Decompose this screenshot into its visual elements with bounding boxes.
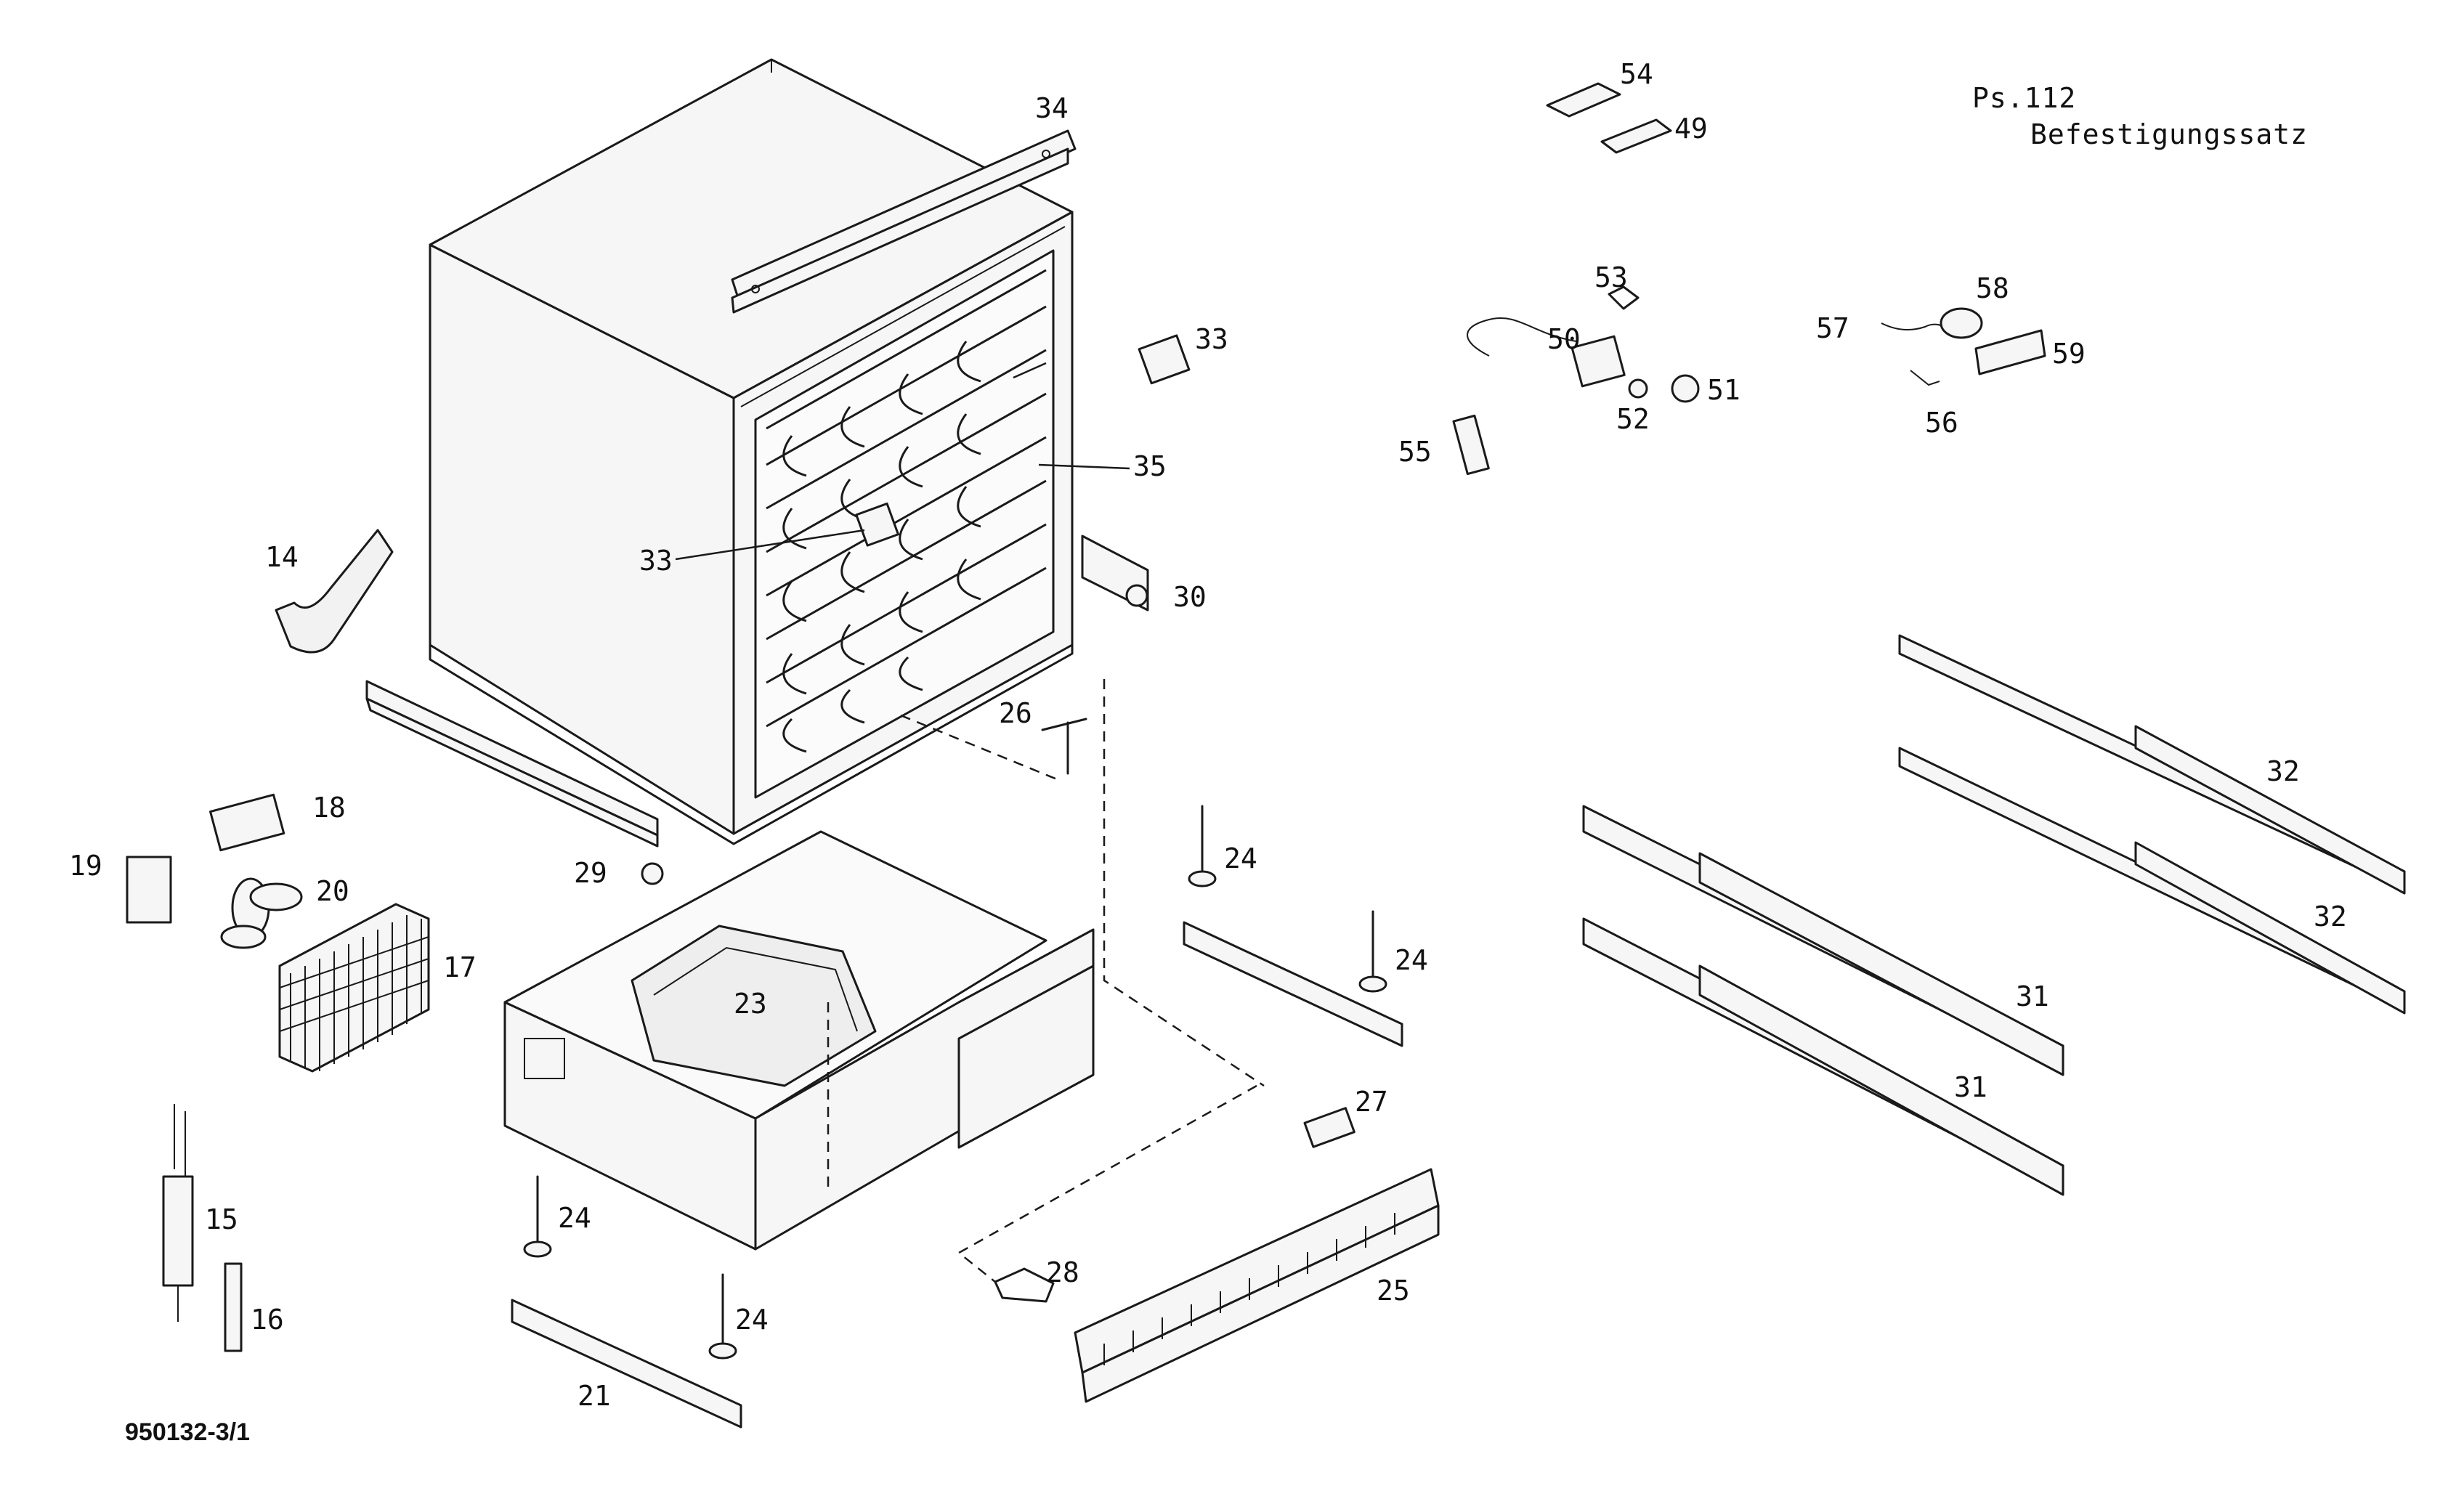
page-reference: Ps.112 xyxy=(1972,82,2076,114)
callout-55: 55 xyxy=(1398,436,1432,468)
callout-24: 24 xyxy=(1395,944,1428,976)
callout-24: 24 xyxy=(1224,842,1257,874)
cabinet-body xyxy=(429,58,1074,845)
clip-bracket xyxy=(1138,334,1191,385)
lamp-cover xyxy=(1974,329,2046,375)
lamp-socket xyxy=(1940,307,1983,339)
callout-29: 29 xyxy=(574,857,607,889)
callout-56: 56 xyxy=(1925,407,1958,439)
fan-blade xyxy=(220,877,303,949)
latch-part xyxy=(1303,1107,1355,1148)
callout-25: 25 xyxy=(1377,1275,1410,1307)
callout-labels: 14 15 16 17 18 19 20 21 23 24 24 24 24 2… xyxy=(69,58,2347,1412)
callout-33: 33 xyxy=(639,545,673,577)
callout-21: 21 xyxy=(578,1380,611,1412)
telescopic-rail-31-lower xyxy=(1582,917,2064,1196)
callout-35: 35 xyxy=(1133,450,1167,482)
front-foot-bracket xyxy=(511,1299,742,1429)
callout-24: 24 xyxy=(558,1202,591,1234)
sensor-tube xyxy=(224,1262,243,1352)
callout-54: 54 xyxy=(1620,58,1653,90)
callout-16: 16 xyxy=(251,1304,284,1336)
callout-59: 59 xyxy=(2052,338,2086,370)
callout-58: 58 xyxy=(1976,272,2009,304)
callout-18: 18 xyxy=(312,792,346,824)
relay-block xyxy=(209,793,285,852)
callout-27: 27 xyxy=(1355,1086,1388,1118)
callout-30: 30 xyxy=(1173,581,1207,613)
terminal-block xyxy=(1452,414,1490,476)
callout-34: 34 xyxy=(1035,92,1069,124)
page-subtitle: Befestigungssatz xyxy=(2030,118,2308,150)
callout-32: 32 xyxy=(2266,755,2300,787)
callout-33: 33 xyxy=(1195,323,1228,355)
fixing-pad xyxy=(1600,118,1672,154)
assembly-line xyxy=(827,679,1265,1283)
callout-53: 53 xyxy=(1594,261,1628,293)
lamp-switch xyxy=(1910,370,1940,386)
fan-motor xyxy=(126,856,172,924)
callout-24: 24 xyxy=(735,1304,769,1336)
callout-28: 28 xyxy=(1046,1256,1079,1288)
hinge-clip xyxy=(994,1267,1055,1303)
callout-51: 51 xyxy=(1707,374,1740,406)
dryer-filter xyxy=(162,1104,194,1322)
sensor-clip xyxy=(1041,718,1087,775)
callout-17: 17 xyxy=(443,951,477,983)
callout-26: 26 xyxy=(999,697,1032,729)
kick-plate-grille xyxy=(1074,1168,1440,1403)
telescopic-rail-32-lower xyxy=(1898,747,2406,1015)
callout-15: 15 xyxy=(205,1203,238,1235)
callout-31: 31 xyxy=(1954,1071,1987,1103)
callout-31: 31 xyxy=(2016,980,2049,1012)
rear-foot-bracket xyxy=(1183,921,1403,1047)
callout-57: 57 xyxy=(1816,312,1849,344)
callout-23: 23 xyxy=(734,988,767,1020)
spring-clip xyxy=(1608,285,1640,310)
callout-20: 20 xyxy=(316,875,349,907)
telescopic-rail-31-upper xyxy=(1582,805,2064,1076)
leader-line xyxy=(675,362,1130,561)
thermostat-knob xyxy=(1671,374,1700,403)
left-side-rail xyxy=(365,680,664,885)
callout-14: 14 xyxy=(265,541,299,573)
document-id: 950132-3/1 xyxy=(125,1418,250,1446)
leveling-screw xyxy=(523,805,1387,1360)
crisper-box xyxy=(503,830,1095,1251)
thermostat-assembly xyxy=(1467,317,1626,388)
drain-hose xyxy=(275,529,394,654)
telescopic-rail-32-upper xyxy=(1898,634,2406,895)
right-hinge-bracket xyxy=(1081,535,1149,612)
evaporator-coil xyxy=(766,269,1047,753)
callout-32: 32 xyxy=(2314,901,2347,933)
knob-washer xyxy=(1628,378,1648,399)
callout-49: 49 xyxy=(1674,113,1708,145)
condenser-grid xyxy=(278,903,430,1073)
callout-52: 52 xyxy=(1616,403,1650,435)
fixing-strip xyxy=(1546,82,1621,118)
callout-50: 50 xyxy=(1547,323,1581,355)
callout-19: 19 xyxy=(69,850,102,882)
top-mounting-bracket xyxy=(731,129,1077,314)
